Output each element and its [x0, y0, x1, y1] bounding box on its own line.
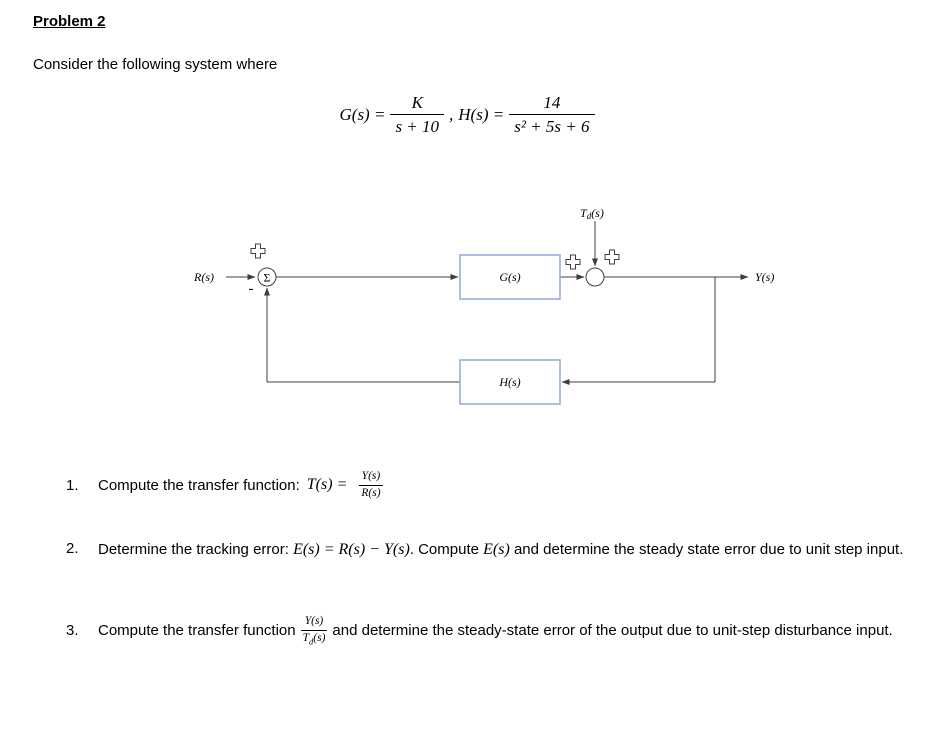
- plus-sign-icon: [250, 243, 266, 259]
- h-fraction: 14 s² + 5s + 6: [509, 92, 595, 138]
- disturbance-t: T: [580, 206, 588, 220]
- output-label: Y(s): [755, 270, 774, 284]
- yr-denominator: R(s): [359, 484, 383, 499]
- h-block: [459, 359, 561, 405]
- disturbance-label: Td(s): [580, 206, 604, 221]
- h-block-label: H(s): [498, 375, 520, 389]
- ytd-den-t: T: [302, 632, 310, 645]
- g-lhs: G(s) =: [339, 104, 386, 124]
- summing-junction-1: [257, 267, 277, 287]
- diagram-labels: R(s) Σ - G(s) H(s) Y(s) Td(s): [193, 206, 774, 389]
- minus-sign: -: [249, 281, 254, 297]
- item-2-math-2: E(s): [483, 541, 510, 558]
- ytd-denominator: Td(s): [300, 630, 328, 647]
- item-2-math-1: E(s) = R(s) − Y(s): [293, 541, 410, 558]
- g-block: [459, 254, 561, 300]
- problem-title: Problem 2: [33, 13, 106, 30]
- item-3-text-1: Compute the transfer function: [98, 622, 296, 639]
- task-item-1: 1. Compute the transfer function: T(s) = Y…: [66, 466, 388, 504]
- yr-fraction: Y(s) R(s): [359, 469, 383, 501]
- item-2-text-1: Determine the tracking error:: [98, 541, 294, 558]
- ytd-fraction: Y(s) Td(s): [300, 615, 328, 647]
- disturbance-sub: d: [587, 211, 592, 221]
- transfer-blocks: [459, 254, 561, 405]
- h-lhs: H(s) =: [458, 104, 505, 124]
- sigma-symbol: Σ: [264, 271, 271, 285]
- g-denominator: s + 10: [390, 114, 445, 137]
- item-2-text-2: . Compute: [409, 541, 484, 558]
- h-numerator: 14: [543, 93, 561, 112]
- item-2-number: 2.: [66, 540, 79, 557]
- intro-text: Consider the following system where: [33, 56, 278, 73]
- signal-lines: [226, 221, 749, 385]
- plus-sign-icon: [565, 254, 581, 270]
- item-1-math: T(s) =: [306, 476, 348, 493]
- item-1-body: Compute the transfer function: T(s) = Y(s)…: [98, 470, 388, 501]
- g-block-label: G(s): [499, 270, 520, 284]
- block-diagram: R(s) Σ - G(s) H(s) Y(s) Td(s): [193, 206, 774, 405]
- ytd-den-rest: (s): [313, 632, 326, 645]
- item-3-text-2: and determine the steady-state error of …: [332, 622, 893, 639]
- item-2-text-3: and determine the steady state error due…: [509, 541, 904, 558]
- ytd-numerator: Y(s): [304, 615, 324, 628]
- h-denominator: s² + 5s + 6: [509, 114, 595, 137]
- item-1-number: 1.: [66, 476, 79, 494]
- ytd-den-sub: d: [309, 636, 314, 647]
- disturbance-rest: (s): [591, 206, 604, 220]
- input-label: R(s): [193, 270, 214, 284]
- summing-junction-2: [585, 267, 605, 287]
- g-numerator: K: [411, 93, 423, 112]
- formula-separator: ,: [449, 104, 454, 124]
- item-1-text: Compute the transfer function:: [98, 476, 300, 494]
- task-item-3: 3. Compute the transfer function Y(s) Td(s…: [66, 615, 908, 647]
- item-2-body: Determine the tracking error: E(s) = R(s…: [98, 533, 903, 566]
- task-item-2: 2. Determine the tracking error: E(s) = …: [66, 533, 904, 566]
- yr-numerator: Y(s): [361, 469, 381, 482]
- item-3-number: 3.: [66, 622, 79, 639]
- plus-sign-icon: [604, 249, 620, 265]
